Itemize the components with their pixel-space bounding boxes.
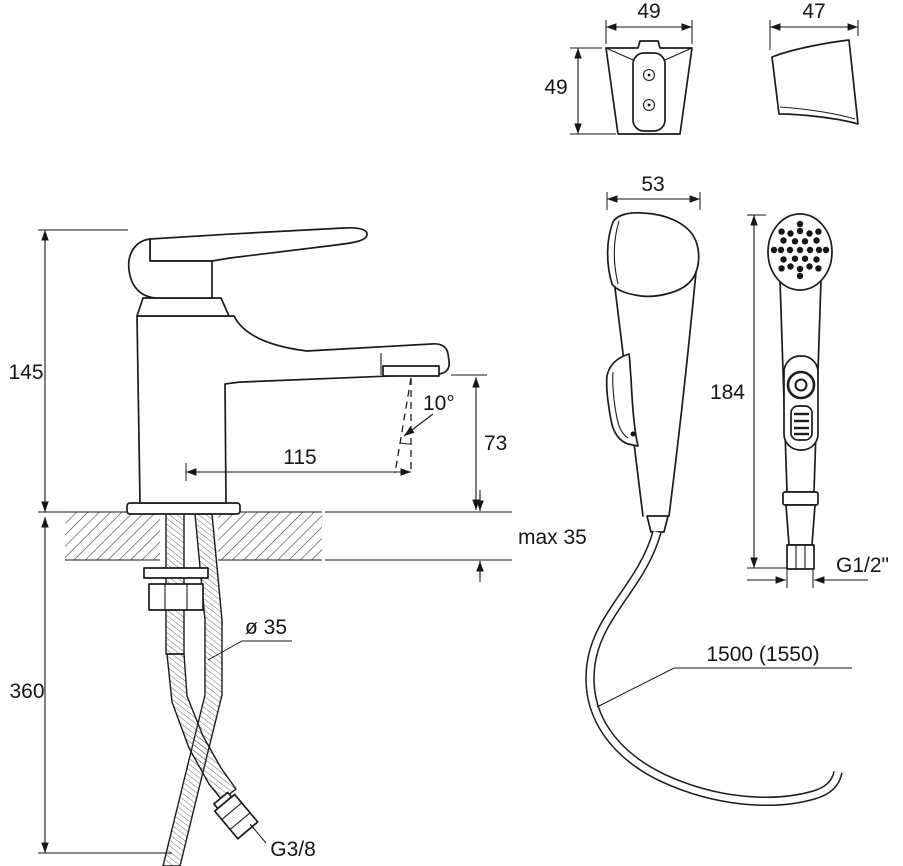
- dimension-115: 115: [185, 446, 411, 481]
- dim-label-73: 73: [484, 432, 507, 455]
- supply-hose-right: [166, 653, 237, 801]
- mounting-nut: [148, 583, 204, 611]
- shower-hose-connector-side: [646, 515, 669, 533]
- dimension-360: 360: [9, 517, 172, 854]
- hand-shower-side-view: [605, 211, 700, 533]
- dim-label-max35: max 35: [518, 526, 587, 549]
- dimension-max35: max 35: [325, 490, 587, 582]
- dim-label-47: 47: [802, 0, 825, 23]
- shower-hose: [585, 530, 843, 806]
- dim-label-53: 53: [641, 173, 664, 196]
- label-g12-thread: G1/2": [836, 554, 889, 577]
- dimension-g12: G1/2": [747, 554, 889, 588]
- wall-bracket-side-view: [771, 39, 859, 125]
- dim-label-49-height: 49: [544, 76, 567, 99]
- dimension-47: 47: [769, 0, 859, 50]
- dim-label-184: 184: [710, 381, 745, 404]
- water-stream-lines: [394, 377, 412, 474]
- dimension-145: 145: [8, 229, 128, 513]
- shower-trigger-front: [783, 355, 819, 451]
- dim-label-1500: 1500 (1550): [706, 643, 819, 666]
- label-g38: G3/8: [249, 823, 316, 861]
- shower-head-side: [606, 211, 700, 298]
- dimension-hole-diameter: ø 35: [207, 616, 292, 661]
- mounting-stud: [165, 511, 185, 655]
- supply-hose-left: [162, 513, 223, 866]
- dimension-49-height: 49: [544, 47, 616, 135]
- dimension-184: 184: [710, 214, 788, 569]
- dimension-hose-1500: 1500 (1550): [596, 643, 852, 708]
- dimension-53: 53: [606, 173, 701, 210]
- faucet-aerator: [380, 353, 440, 377]
- dim-label-115: 115: [283, 446, 316, 469]
- counter-section: [65, 511, 322, 561]
- dim-label-10deg: 10°: [423, 392, 455, 415]
- faucet-body-and-spout: [136, 315, 451, 504]
- faucet-side-view: [126, 226, 451, 515]
- spray-nozzles: [770, 220, 830, 280]
- faucet-base-plate: [126, 502, 241, 515]
- dim-label-49-width: 49: [637, 0, 660, 23]
- dim-label-d35: ø 35: [245, 616, 287, 639]
- supply-hose-nut: [213, 791, 259, 840]
- dimension-angle-10: 10°: [403, 392, 455, 437]
- dimension-49-width: 49: [605, 0, 693, 44]
- dimension-73: 73: [325, 374, 512, 513]
- hand-shower-front-view: [767, 213, 833, 570]
- faucet-lever-knob: [127, 238, 213, 299]
- faucet-lever: [149, 226, 368, 262]
- shower-trigger-side: [605, 353, 639, 447]
- supply-hoses: [143, 511, 259, 866]
- wall-bracket-front-view: [605, 40, 693, 135]
- faucet-neck: [136, 297, 230, 317]
- dim-label-145: 145: [8, 361, 43, 384]
- label-g38-thread: G3/8: [270, 838, 316, 861]
- mounting-washer: [143, 567, 209, 579]
- dim-label-360: 360: [9, 680, 44, 703]
- shower-hose-nut-front: [782, 491, 819, 570]
